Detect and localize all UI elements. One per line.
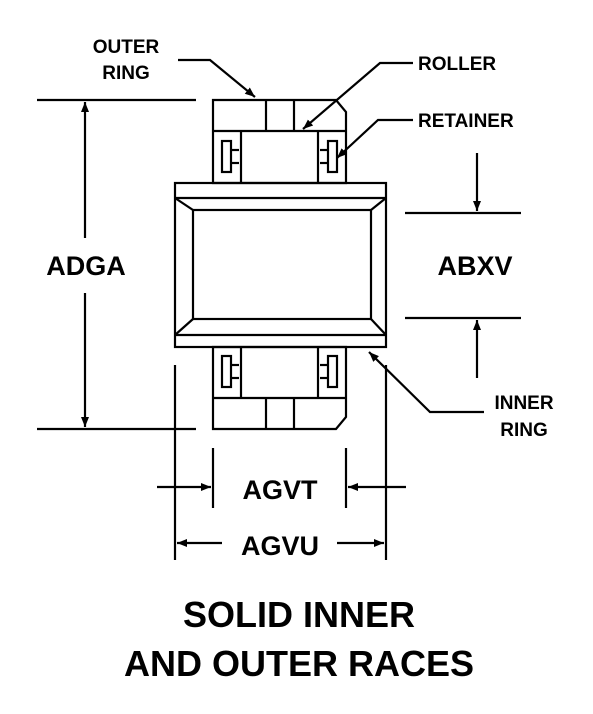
outer-ring-label-line1: OUTER [93,37,160,58]
abxv-dimension [405,153,521,378]
agvt-label: AGVT [242,475,318,505]
leader-outer-ring [178,58,256,98]
caption-line2: AND OUTER RACES [124,643,474,684]
caption-line1: SOLID INNER [183,594,415,635]
outer-ring-bottom [211,345,348,431]
retainer-bottom-left [220,354,239,389]
roller-label: ROLLER [418,54,496,75]
inner-ring-label-line1: INNER [494,393,553,414]
retainer-label: RETAINER [418,111,514,132]
retainer-bottom-right [320,354,339,389]
leader-retainer [336,118,413,159]
outer-ring-label-line2: RING [102,63,150,84]
retainer-top-left [220,139,239,174]
adga-label: ADGA [46,251,126,281]
inner-ring-label-line2: RING [500,420,548,441]
adga-dimension [37,98,196,431]
outer-ring-top [211,98,348,185]
leader-roller [302,61,413,130]
abxv-label: ABXV [437,251,512,281]
inner-ring [173,181,388,349]
retainer-top-right [320,139,339,174]
extension-lines [173,365,388,560]
agvu-label: AGVU [241,531,319,561]
leader-inner-ring [368,351,484,414]
